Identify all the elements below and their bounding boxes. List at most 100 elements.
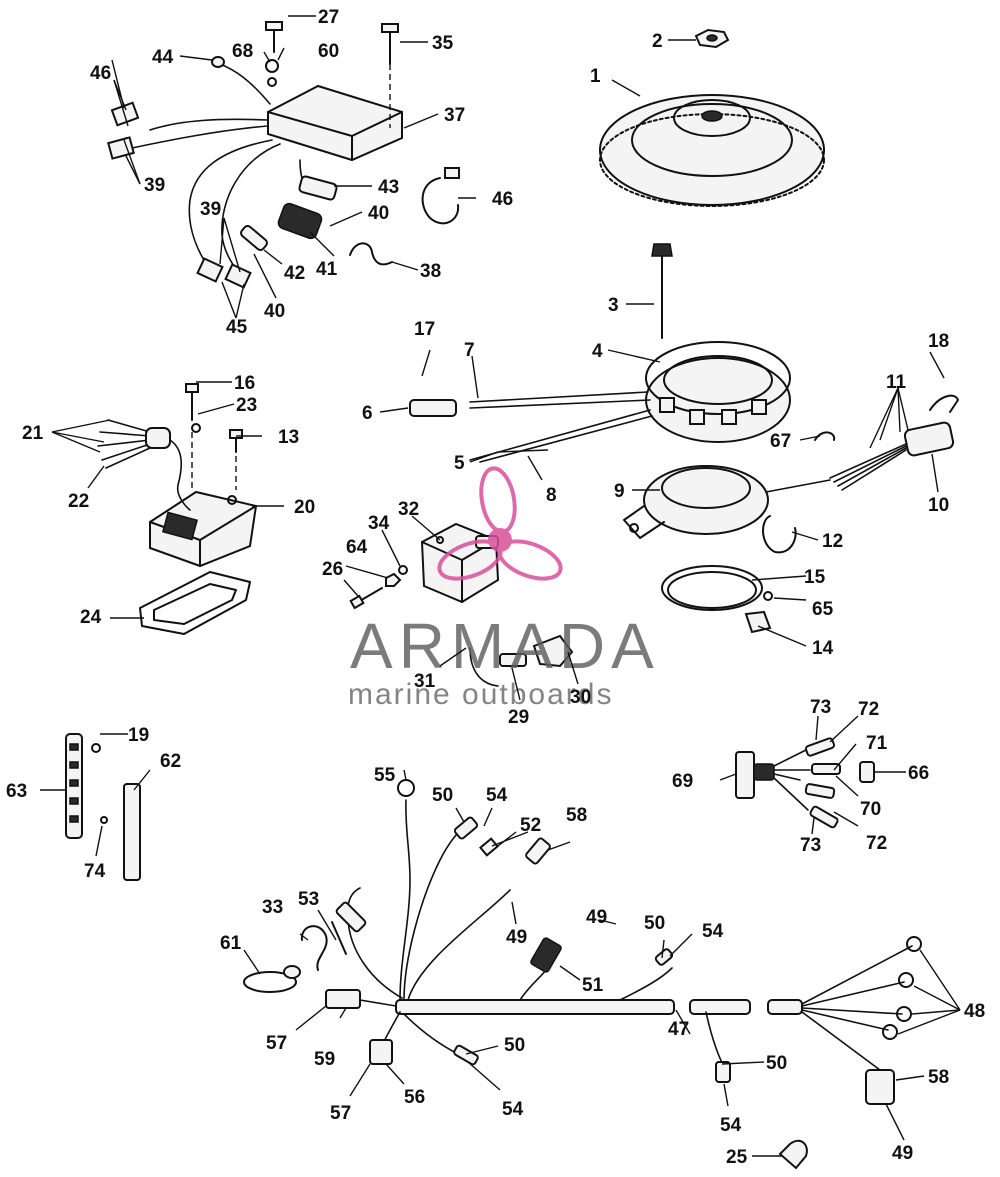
callout-23: 23 <box>236 395 257 416</box>
callout-43: 43 <box>378 177 399 198</box>
callout-62: 62 <box>160 751 181 772</box>
stator-leads-part <box>409 391 653 463</box>
callout-30: 30 <box>570 687 591 708</box>
callout-24: 24 <box>80 607 102 628</box>
callout-67: 67 <box>770 431 791 452</box>
harness-small-clips-part <box>243 921 347 993</box>
rectifier-screws-part <box>185 383 243 492</box>
callout-49-wire: 49 <box>506 927 527 948</box>
watermark-tagline: marine outboards <box>348 678 613 711</box>
callout-74: 74 <box>84 861 106 882</box>
callout-34: 34 <box>368 513 390 534</box>
callout-53: 53 <box>298 889 319 910</box>
flywheel-nut-part <box>694 28 730 49</box>
callout-52: 52 <box>520 815 541 836</box>
callout-58-top: 58 <box>566 805 587 826</box>
harness-ground-leads-part <box>801 936 922 1105</box>
callout-70: 70 <box>860 799 881 820</box>
callout-40-right: 40 <box>368 203 389 224</box>
callout-54-right: 54 <box>720 1115 742 1136</box>
callout-5: 5 <box>454 453 465 474</box>
callout-54-top: 54 <box>486 785 508 806</box>
callout-72-top: 72 <box>858 699 879 720</box>
callout-13: 13 <box>278 427 299 448</box>
callout-48: 48 <box>964 1001 985 1022</box>
harness-clamp-part <box>778 1139 808 1170</box>
callout-32: 32 <box>398 499 419 520</box>
wire-clip-part <box>349 167 460 266</box>
callout-56: 56 <box>404 1087 425 1108</box>
callout-55: 55 <box>374 765 396 786</box>
callout-4: 4 <box>592 341 603 362</box>
callout-73-top: 73 <box>810 697 831 718</box>
rectifier-leads-part <box>97 419 191 511</box>
callout-47: 47 <box>668 1019 689 1040</box>
callout-57-upper: 57 <box>266 1033 287 1054</box>
callout-65: 65 <box>812 599 834 620</box>
callout-39-upper: 39 <box>144 175 165 196</box>
plug-assembly-part <box>735 737 875 829</box>
callout-22: 22 <box>68 491 89 512</box>
stator-part <box>645 341 791 443</box>
callout-labels: 1 2 3 4 5 6 7 8 9 10 11 12 13 14 15 16 1… <box>6 7 985 1168</box>
callout-15: 15 <box>804 567 826 588</box>
watermark-brand: ARMADA <box>350 610 660 682</box>
callout-60: 60 <box>318 41 339 62</box>
armada-logo <box>437 466 563 581</box>
callout-49-mid: 49 <box>586 907 607 928</box>
callout-73-bottom: 73 <box>800 835 821 856</box>
power-pack-part <box>267 84 403 162</box>
callout-26: 26 <box>322 559 343 580</box>
terminal-block-part <box>65 733 108 839</box>
callout-49-right: 49 <box>892 1143 913 1164</box>
rectifier-part <box>149 490 258 568</box>
callout-46-right: 46 <box>492 189 513 210</box>
callout-50-right: 50 <box>766 1053 787 1074</box>
callout-27: 27 <box>318 7 339 28</box>
callout-57-lower: 57 <box>330 1103 351 1124</box>
stator-screw-part <box>651 243 673 339</box>
callout-44: 44 <box>152 47 174 68</box>
callout-68: 68 <box>232 41 253 62</box>
callout-18: 18 <box>928 331 949 352</box>
callout-64: 64 <box>346 537 368 558</box>
callout-2: 2 <box>652 31 663 52</box>
callout-3: 3 <box>608 295 619 316</box>
coil-screw-part <box>349 565 408 610</box>
timer-base-connector-part <box>814 394 959 491</box>
power-pack-harness-part <box>107 56 338 289</box>
callout-33: 33 <box>262 897 283 918</box>
callout-50-left: 50 <box>504 1035 525 1056</box>
ignition-coil-part <box>420 522 500 604</box>
callout-46-left: 46 <box>90 63 111 84</box>
callout-69: 69 <box>672 771 693 792</box>
callout-40-bottom: 40 <box>264 301 285 322</box>
power-pack-bolts-part <box>265 21 399 128</box>
callout-50-top: 50 <box>432 785 453 806</box>
callout-45: 45 <box>226 317 248 338</box>
callout-1: 1 <box>590 66 601 87</box>
callout-11: 11 <box>886 372 907 393</box>
callout-38: 38 <box>420 261 441 282</box>
callout-6: 6 <box>362 403 373 424</box>
terminal-cover-part <box>123 783 141 881</box>
callout-58-right: 58 <box>928 1067 949 1088</box>
engine-harness-part <box>325 779 803 1066</box>
callout-54-left: 54 <box>502 1099 524 1120</box>
callout-35: 35 <box>432 33 454 54</box>
callout-31: 31 <box>414 671 436 692</box>
callout-51: 51 <box>582 975 604 996</box>
callout-66: 66 <box>908 763 929 784</box>
callout-14: 14 <box>812 638 834 659</box>
callout-50-mid: 50 <box>644 913 665 934</box>
callout-19: 19 <box>128 725 149 746</box>
callout-25: 25 <box>726 1147 748 1168</box>
leader-lines <box>40 15 961 1157</box>
retaining-ring-part <box>661 515 797 634</box>
callout-21: 21 <box>22 423 44 444</box>
callout-12: 12 <box>822 531 843 552</box>
callout-9: 9 <box>614 481 625 502</box>
callout-20: 20 <box>294 497 315 518</box>
callout-10: 10 <box>928 495 949 516</box>
flywheel-part <box>599 94 825 207</box>
